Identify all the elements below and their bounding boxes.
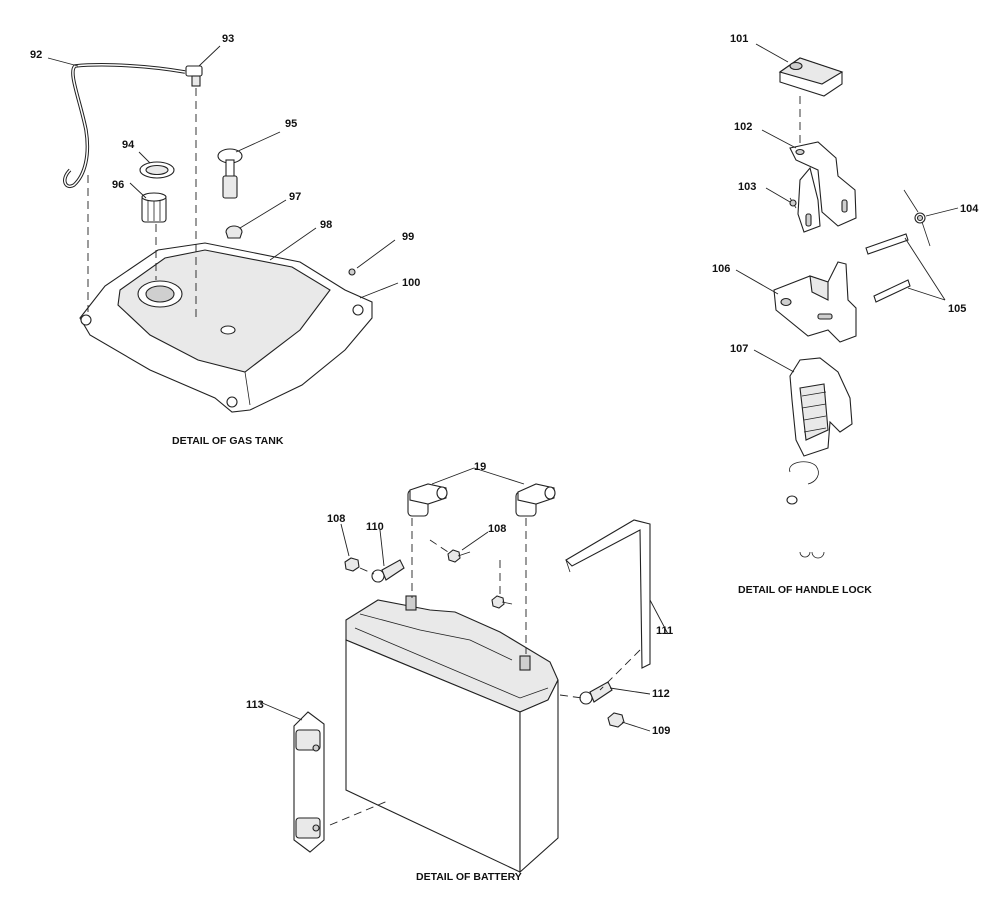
part-102-bracket xyxy=(789,141,857,233)
part-109-bolt-mid xyxy=(491,595,513,609)
part-96-strainer xyxy=(141,192,167,223)
callout-105: 105 xyxy=(948,303,966,315)
handle-lock-section: 101 102 103 104 105 106 107 DETAIL OF HA… xyxy=(712,33,979,596)
callout-101: 101 xyxy=(730,33,748,45)
part-111-hold-down-bracket xyxy=(565,519,651,669)
caption-handle-lock: DETAIL OF HANDLE LOCK xyxy=(738,584,872,596)
callout-110: 110 xyxy=(366,521,384,533)
callout-19: 19 xyxy=(474,461,486,473)
callout-98: 98 xyxy=(320,219,332,231)
part-19-terminal-boot-right xyxy=(515,483,556,517)
part-e-ring xyxy=(799,551,825,559)
callout-100: 100 xyxy=(402,277,420,289)
part-99-screw xyxy=(348,268,356,276)
callout-93: 93 xyxy=(222,33,234,45)
battery-section: 19 108 110 108 111 112 109 109 113 DETAI… xyxy=(246,461,673,883)
part-97-grommet xyxy=(225,225,243,239)
caption-battery: DETAIL OF BATTERY xyxy=(416,871,522,883)
part-battery xyxy=(345,595,559,874)
callout-97: 97 xyxy=(289,191,301,203)
part-washer xyxy=(786,495,798,505)
callout-109-right: 109 xyxy=(652,725,670,737)
part-107-lock-lever xyxy=(789,357,853,457)
part-93-fitting xyxy=(185,65,203,87)
part-98-gas-tank xyxy=(79,242,373,413)
caption-gas-tank: DETAIL OF GAS TANK xyxy=(172,435,284,447)
callout-108-center: 108 xyxy=(488,523,506,535)
callout-92: 92 xyxy=(30,49,42,61)
callout-107: 107 xyxy=(730,343,748,355)
part-108-nut-left xyxy=(344,557,360,572)
callout-111: 111 xyxy=(656,625,673,637)
callout-113: 113 xyxy=(246,699,264,711)
callout-102: 102 xyxy=(734,121,752,133)
callout-112: 112 xyxy=(652,688,670,700)
part-94-gasket xyxy=(139,161,175,179)
callout-103: 103 xyxy=(738,181,756,193)
part-108-bolt-center xyxy=(447,549,471,563)
gas-tank-section: 92 93 94 95 96 97 98 99 100 DETAIL OF GA… xyxy=(30,33,420,447)
part-101-cap xyxy=(778,57,844,97)
part-clip xyxy=(789,461,819,485)
part-19-terminal-boot-left xyxy=(407,483,448,517)
part-95-fuel-gauge xyxy=(217,148,243,199)
callout-99: 99 xyxy=(402,231,414,243)
callout-106: 106 xyxy=(712,263,730,275)
part-110-cable-lug xyxy=(371,559,405,583)
part-105-pins xyxy=(865,233,911,303)
callout-95: 95 xyxy=(285,118,297,130)
callout-94: 94 xyxy=(122,139,135,151)
part-109-nut-right xyxy=(607,712,625,728)
callout-104: 104 xyxy=(960,203,979,215)
callout-96: 96 xyxy=(112,179,124,191)
callout-108-left: 108 xyxy=(327,513,345,525)
part-103-screw xyxy=(789,197,797,209)
part-113-battery-strap xyxy=(293,711,325,853)
part-106-mount-plate xyxy=(773,261,857,343)
part-104-spring xyxy=(903,189,931,247)
part-112-cable-lug xyxy=(579,681,613,705)
